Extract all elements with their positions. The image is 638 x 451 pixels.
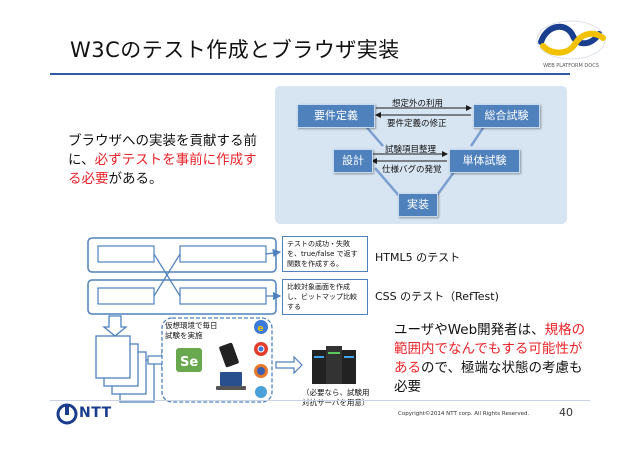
- process-implementation: 実装: [398, 193, 438, 217]
- footer-divider: [50, 400, 590, 401]
- slide-title: W3Cのテスト作成とブラウザ実装: [70, 38, 400, 62]
- intro-part3: がある。: [108, 171, 163, 187]
- note-html5-method: テストの成功・失敗を、true/false で返す関数を作成する。: [282, 236, 368, 272]
- ntt-logo-icon: [56, 403, 78, 425]
- conclusion-part3: ので、極端な状態の考慮も必要: [394, 360, 583, 395]
- logo-caption: WEB PLATFORM DOCS: [543, 63, 599, 69]
- vm-label-line2: 試験を実施: [165, 331, 203, 340]
- label-spec-bug-found: 仕様バグの発覚: [382, 165, 442, 175]
- label-unexpected-usage: 想定外の利用: [392, 99, 444, 109]
- note-css-method: 比較対象画面を作成し、ビットマップ比較する: [282, 279, 368, 315]
- server-note: （必要なら、試験用 対抗サーバを用意）: [302, 388, 370, 408]
- vm-label-line1: 仮想環境で毎日: [165, 321, 218, 330]
- conclusion-text: ユーザやWeb開発者は、規格の範囲内でなんでもする可能性があるので、極端な状態の…: [394, 321, 594, 397]
- svg-text:e: e: [258, 324, 264, 334]
- svg-text:Se: Se: [180, 355, 198, 370]
- process-unit-test: 単体試験: [449, 149, 520, 173]
- intro-highlight: 必ずテストを事前に作成する必要: [68, 152, 257, 187]
- title-divider: [50, 73, 570, 75]
- conclusion-part1: ユーザやWeb開発者は、: [394, 322, 545, 338]
- intro-text: ブラウザへの実装を貢献する前に、必ずテストを事前に作成する必要がある。: [68, 132, 268, 189]
- html5-test-label: HTML5 のテスト: [375, 251, 461, 264]
- copyright: Copyright©2014 NTT corp. All Rights Rese…: [398, 411, 530, 417]
- vm-label: 仮想環境で毎日 試験を実施: [165, 321, 218, 341]
- process-integration-test: 総合試験: [473, 104, 540, 128]
- intro-part1: ブラウザへの実装を貢献する前に、: [68, 133, 257, 168]
- web-platform-docs-logo: WEB PLATFORM DOCS: [533, 16, 609, 72]
- css-test-label: CSS のテスト（RefTest): [375, 290, 499, 303]
- server-note-line1: （必要なら、試験用: [302, 388, 370, 397]
- label-fix-requirements: 要件定義の修正: [387, 119, 447, 129]
- logo-mark-icon: [536, 20, 606, 60]
- process-requirements: 要件定義: [297, 104, 375, 128]
- conclusion-highlight: 規格の範囲内でなんでもする可能性がある: [394, 322, 586, 376]
- server-note-line2: 対抗サーバを用意）: [302, 398, 370, 407]
- ntt-brand: NTT: [79, 405, 112, 421]
- page-number: 40: [559, 406, 573, 419]
- process-design: 設計: [333, 149, 373, 173]
- label-organize-tests: 試験項目整理: [385, 145, 437, 155]
